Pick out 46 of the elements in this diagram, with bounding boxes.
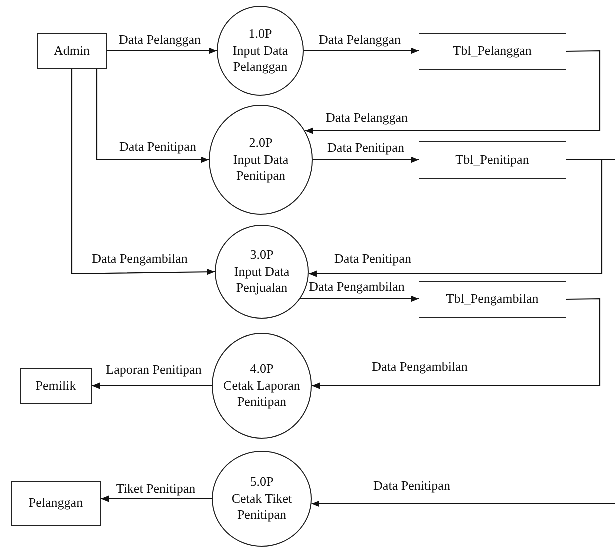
process-number: 4.0P bbox=[250, 360, 274, 378]
data-store bbox=[419, 33, 566, 70]
edge-label: Data Pengambilan bbox=[308, 280, 406, 294]
arrow bbox=[308, 159, 603, 278]
process-number: 5.0P bbox=[250, 474, 274, 491]
process-name: Input Data Penitipan bbox=[232, 152, 290, 186]
node-label: Tbl_Pelanggan bbox=[453, 43, 532, 60]
node-label: Admin bbox=[54, 42, 90, 60]
edge-label: Data Penitipan bbox=[326, 140, 406, 156]
arrow bbox=[71, 69, 215, 276]
edge-label: Data Pengambilan bbox=[371, 360, 469, 374]
node-label: Tbl_Pengambilan bbox=[446, 291, 539, 308]
arrow bbox=[313, 156, 419, 164]
arrow bbox=[312, 159, 615, 508]
arrow bbox=[107, 48, 217, 54]
arrow bbox=[304, 48, 419, 54]
process-name: Input Data Pelanggan bbox=[232, 42, 290, 76]
edge-label: Data Pengambilan bbox=[91, 252, 189, 266]
arrow bbox=[300, 296, 419, 302]
process-number: 1.0P bbox=[248, 26, 272, 43]
arrow bbox=[96, 69, 209, 164]
arrow bbox=[312, 298, 601, 390]
entity-box bbox=[37, 33, 107, 69]
edge-label: Data Penitipan bbox=[372, 478, 452, 494]
entity-box bbox=[20, 368, 92, 404]
node-label: Pemilik bbox=[36, 378, 76, 394]
arrow bbox=[101, 496, 212, 502]
arrow bbox=[92, 382, 212, 390]
process-name: Input Data Penjualan bbox=[233, 264, 291, 298]
node-label: Pelanggan bbox=[28, 495, 84, 512]
process-number: 2.0P bbox=[249, 134, 273, 152]
edge-label: Laporan Penitipan bbox=[105, 362, 203, 378]
process-name: Cetak Laporan Penitipan bbox=[222, 378, 302, 412]
edge-label: Data Penitipan bbox=[118, 140, 198, 154]
process-name: Cetak Tiket Penitipan bbox=[230, 490, 294, 524]
edge-label: Tiket Penitipan bbox=[115, 482, 197, 496]
arrow bbox=[305, 50, 601, 134]
data-store bbox=[419, 281, 566, 318]
data-store bbox=[419, 141, 566, 179]
edge-label: Data Pelanggan bbox=[118, 32, 202, 48]
edge-label: Data Pelanggan bbox=[325, 110, 409, 126]
entity-box bbox=[11, 481, 101, 526]
node-label: Tbl_Penitipan bbox=[456, 152, 530, 168]
edge-label: Data Penitipan bbox=[334, 252, 412, 266]
process-number: 3.0P bbox=[250, 246, 274, 264]
edge-label: Data Pelanggan bbox=[318, 32, 402, 48]
